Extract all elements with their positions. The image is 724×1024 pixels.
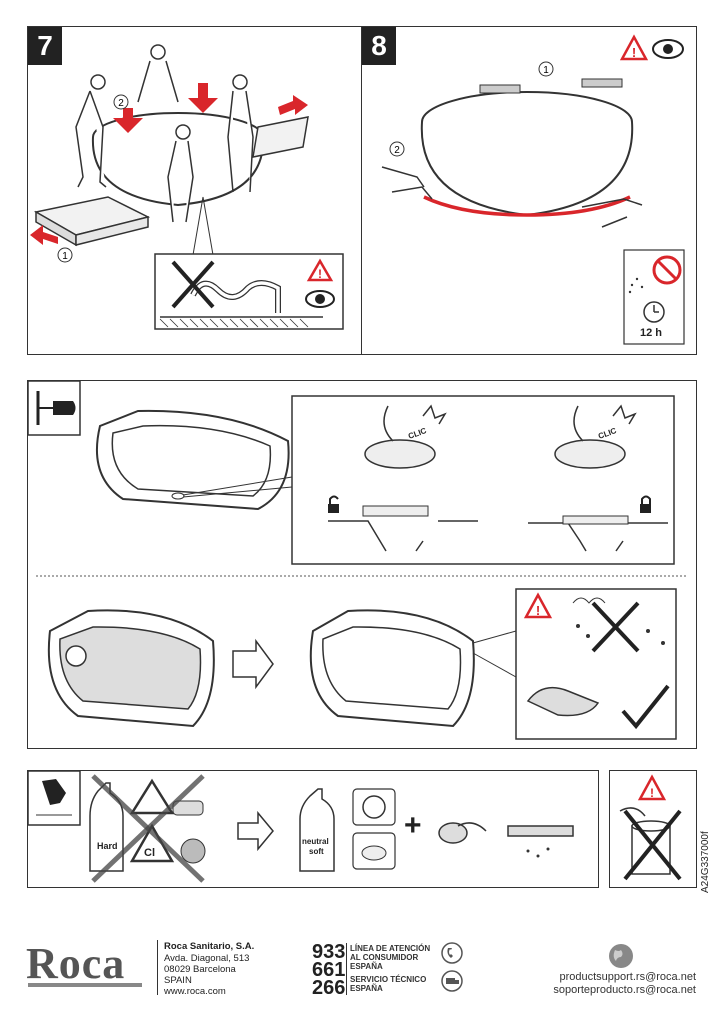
address-line-2: 08029 Barcelona (164, 964, 236, 975)
disposal-illustration: ! (619, 774, 682, 881)
company-name: Roca Sanitario, S.A. (164, 941, 255, 952)
globe-icon (609, 944, 633, 968)
hotline-label-2: AL CONSUMIDOR (350, 953, 419, 962)
svg-text:1: 1 (62, 251, 68, 262)
hard-bottle-label: Hard (97, 841, 118, 851)
document-id: A24G337000f (700, 831, 711, 893)
service-label-2: ESPAÑA (350, 984, 383, 993)
step-7-panel: 7 2 1 (27, 26, 362, 355)
phone-digits-1: 933 (312, 941, 346, 963)
phone-digits-2: 661 (312, 959, 346, 981)
svg-text:!: ! (650, 786, 654, 800)
disposal-panel: ! (609, 770, 697, 888)
hotline-label-3: ESPAÑA (350, 962, 383, 971)
svg-text:2: 2 (394, 145, 400, 156)
neutral-bottle-label-1: neutral (302, 837, 329, 846)
hotline-label-1: LÍNEA DE ATENCIÓN (350, 944, 431, 953)
step-8-illustration: ! 1 2 (381, 34, 685, 345)
support-email-2[interactable]: soporteproducto.rs@roca.net (553, 984, 696, 996)
svg-text:!: ! (632, 45, 636, 60)
chlorine-hazard-label: Cl (144, 847, 155, 859)
support-email-1[interactable]: productsupport.rs@roca.net (559, 971, 696, 983)
roca-logo-swoosh (28, 983, 142, 987)
step-8-number: 8 (362, 27, 396, 65)
service-truck-icon (441, 970, 463, 992)
step-7-illustration: 2 1 ! (30, 44, 344, 330)
hotline-divider (346, 943, 347, 995)
svg-text:1: 1 (543, 65, 549, 76)
roca-logo: Roca (26, 939, 126, 988)
cleaning-products-illustration (28, 771, 574, 883)
phone-icon (441, 942, 463, 964)
svg-text:!: ! (318, 267, 322, 281)
phone-digits-3: 266 (312, 977, 346, 999)
step-8-panel: 8 ! 1 2 12 h (361, 26, 697, 355)
svg-text:2: 2 (118, 98, 124, 109)
svg-text:!: ! (536, 603, 540, 618)
footer-divider (157, 940, 158, 995)
website-link[interactable]: www.roca.com (164, 986, 226, 997)
neutral-bottle-label-2: soft (309, 847, 324, 856)
maintenance-panel: ! CLIC CLIC (27, 380, 697, 749)
service-label-1: SERVICIO TÉCNICO (350, 975, 427, 984)
cure-time-label: 12 h (640, 327, 663, 339)
address-line-3: SPAIN (164, 975, 192, 986)
cleaning-products-panel: Hard Cl neutral soft + (27, 770, 599, 888)
step-7-number: 7 (28, 27, 62, 65)
address-line-1: Avda. Diagonal, 513 (164, 953, 250, 964)
plus-symbol: + (404, 809, 422, 842)
maintenance-illustration: ! (28, 381, 688, 740)
